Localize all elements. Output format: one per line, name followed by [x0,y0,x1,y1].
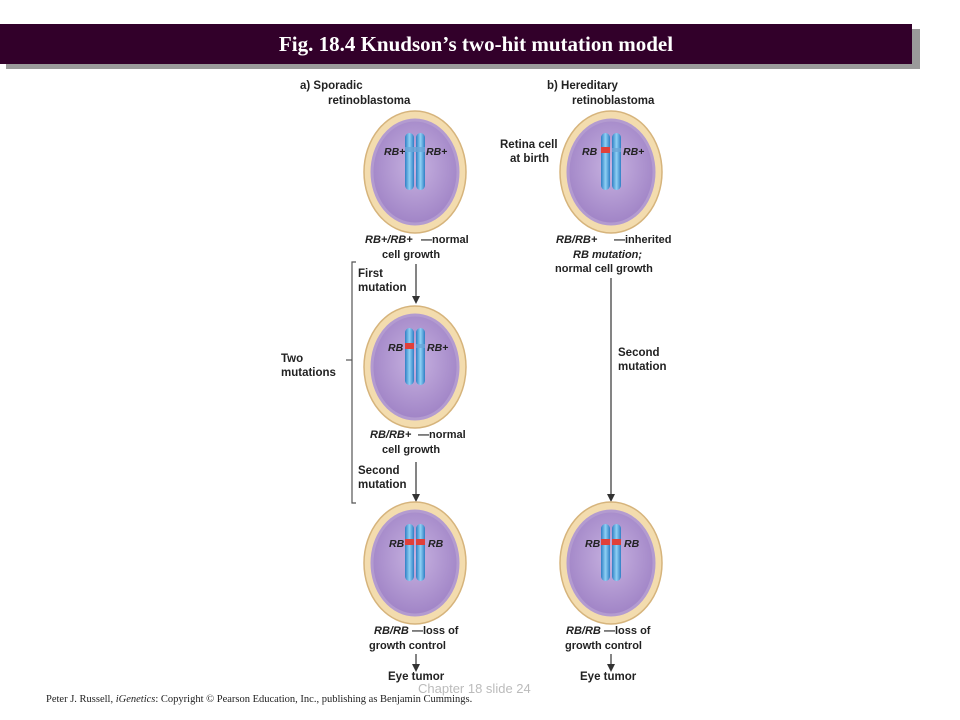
first-mutation-label-2: mutation [358,282,407,294]
second-mutation-a-label: Second [358,465,400,477]
cell-a2: RB RB+ [363,305,467,429]
cell-a1: RB+ RB+ [363,110,467,234]
slide-number: Chapter 18 slide 24 [418,681,531,696]
cell-a3: RB RB [363,501,467,625]
eye-tumor-a-label: Eye tumor [388,671,445,683]
chromosome-icon [405,524,425,581]
second-mutation-b-label: Second [618,347,660,359]
bracket-icon [346,261,356,504]
caption-b3-genotype: RB/RB [566,625,601,637]
cell-b3: RB RB [559,501,663,625]
panel-a-heading: a) Sporadic [300,80,363,92]
cell-a2-left-allele: RB [388,342,404,354]
credit-prefix: Peter J. Russell, [46,694,116,705]
second-mutation-a-label-2: mutation [358,479,407,491]
chromosome-icon [405,328,425,385]
caption-a3-genotype: RB/RB [374,625,409,637]
caption-a2-text-2: cell growth [382,444,440,456]
first-mutation-label: First [358,268,383,280]
caption-a1-text-2: cell growth [382,249,440,261]
caption-a1-genotype: RB+/RB+ [365,234,413,246]
caption-a1-text: —normal [421,234,469,246]
two-mutations-label: Two [281,353,303,365]
caption-a3-text-2: growth control [369,640,446,652]
cell-b3-right-allele: RB [624,538,640,550]
panel-b-heading: b) Hereditary [547,80,619,92]
retina-cell-label-2: at birth [510,153,549,165]
retina-cell-label: Retina cell [500,139,558,151]
credit-line: Peter J. Russell, iGenetics: Copyright ©… [46,694,472,705]
cell-b3-left-allele: RB [585,538,601,550]
cell-a3-left-allele: RB [389,538,405,550]
caption-b1-text: —inherited [614,234,671,246]
caption-b3-text-2: growth control [565,640,642,652]
caption-a2-genotype: RB/RB+ [370,429,412,441]
cell-a3-right-allele: RB [428,538,444,550]
chromosome-icon [601,524,621,581]
caption-b1-text-2: RB mutation; [573,249,642,261]
cell-b1-left-allele: RB [582,146,598,158]
cell-a1-left-allele: RB+ [384,146,405,158]
panel-a-heading-2: retinoblastoma [328,95,411,107]
caption-b3-text: —loss of [604,625,651,637]
cell-b1: RB RB+ [559,110,663,234]
cell-a2-right-allele: RB+ [427,342,448,354]
chromosome-icon [601,133,621,190]
title-bar: Fig. 18.4 Knudson’s two-hit mutation mod… [0,24,912,64]
panel-b-heading-2: retinoblastoma [572,95,655,107]
credit-book: iGenetics [115,694,156,705]
two-mutations-label-2: mutations [281,367,336,379]
slide-title: Fig. 18.4 Knudson’s two-hit mutation mod… [278,31,674,56]
caption-a3-text: —loss of [412,625,459,637]
caption-b1-text-3: normal cell growth [555,263,653,275]
caption-b1-genotype: RB/RB+ [556,234,598,246]
eye-tumor-b-label: Eye tumor [580,671,637,683]
cell-b1-right-allele: RB+ [623,146,644,158]
credit-suffix: : Copyright © Pearson Education, Inc., p… [155,694,473,705]
cell-a1-right-allele: RB+ [426,146,447,158]
caption-a2-text: —normal [418,429,466,441]
chromosome-icon [405,133,425,190]
second-mutation-b-label-2: mutation [618,361,667,373]
